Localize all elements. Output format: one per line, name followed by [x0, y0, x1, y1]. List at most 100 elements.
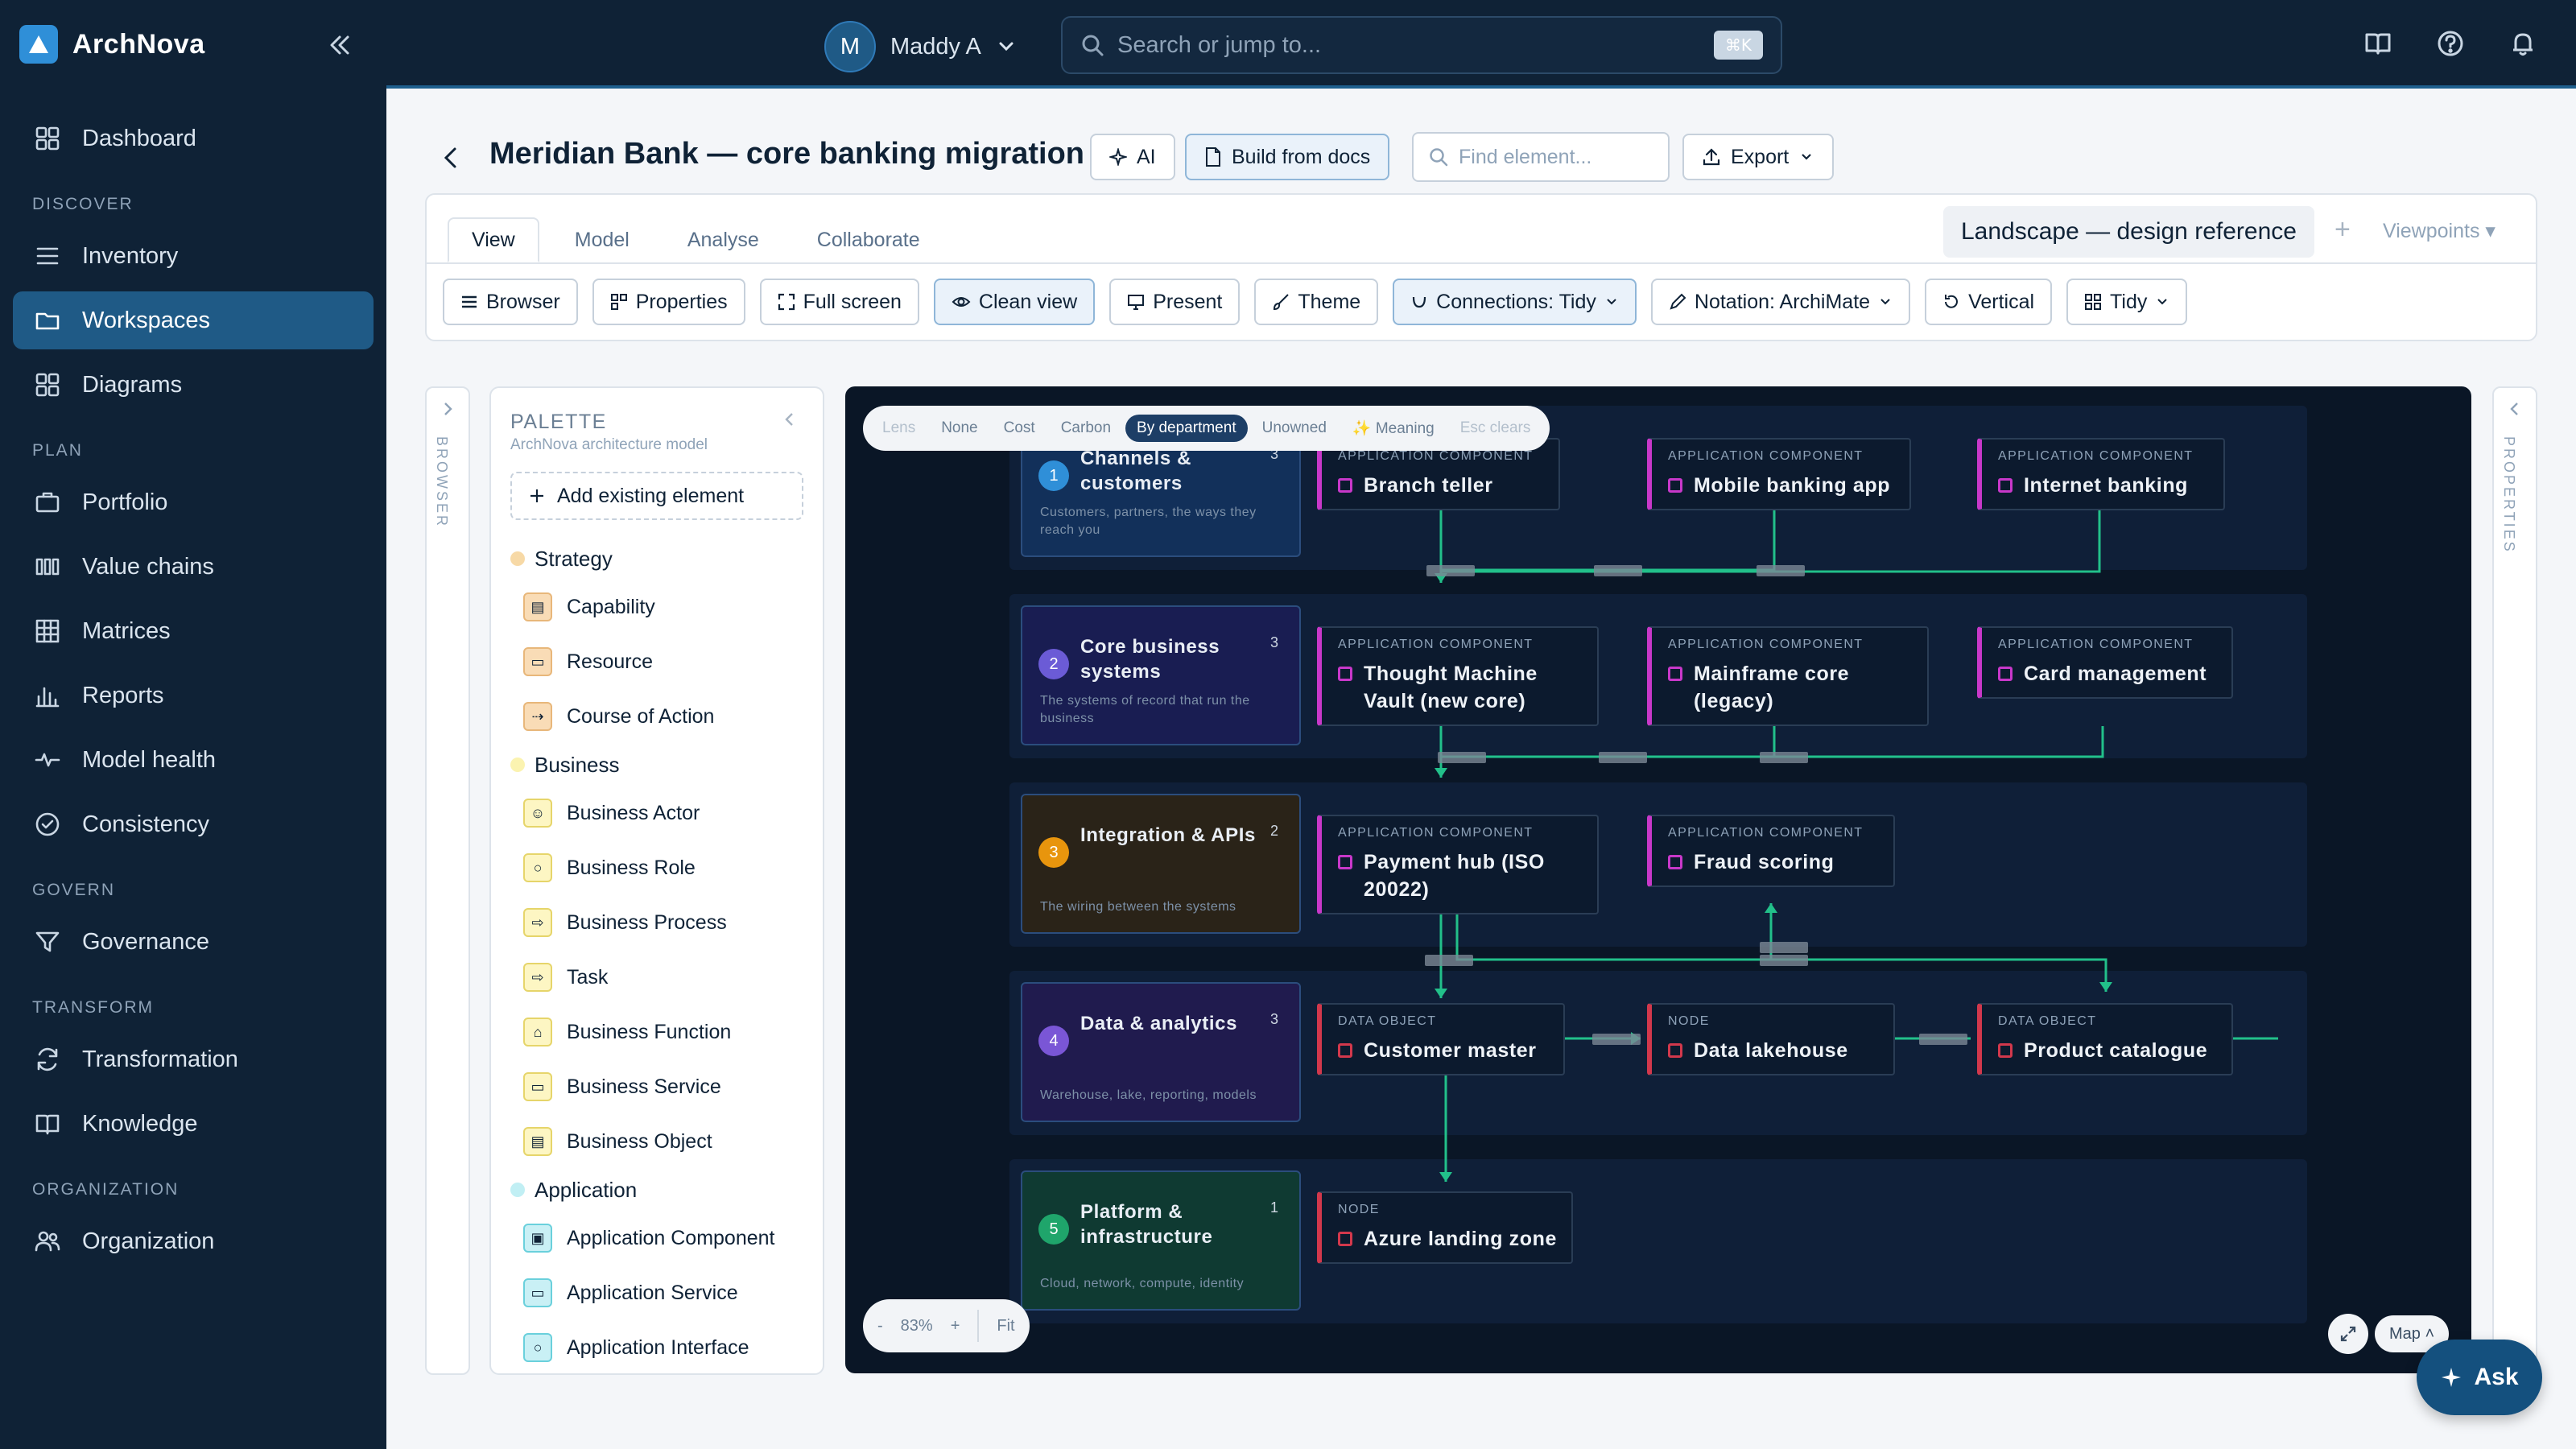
viewpoints-dropdown[interactable]: Viewpoints ▾ [2383, 220, 2496, 242]
book-open-icon[interactable] [2360, 26, 2396, 61]
tab-collaborate[interactable]: Collaborate [816, 228, 920, 251]
browser-toggle-button[interactable]: Browser [443, 279, 578, 325]
zoom-out-button[interactable]: - [877, 1316, 883, 1335]
palette-item-business-process[interactable]: ⇨Business Process [523, 900, 816, 945]
palette-group-business: Business [510, 749, 816, 781]
notation-dropdown[interactable]: Notation: ArchiMate [1650, 279, 1911, 325]
zoom-fit-button[interactable]: Fit [997, 1316, 1015, 1335]
lens-option-unowned[interactable]: Unowned [1261, 419, 1327, 436]
palette-item-label: Task [567, 965, 609, 989]
help-icon[interactable] [2433, 26, 2468, 61]
sidebar-item-knowledge[interactable]: Knowledge [13, 1095, 374, 1153]
collapse-sidebar-icon[interactable] [322, 27, 357, 63]
clean-view-button[interactable]: Clean view [933, 279, 1096, 325]
build-from-docs-button[interactable]: Build from docs [1185, 134, 1390, 180]
component-icon [1668, 855, 1682, 869]
tab-view[interactable]: View [448, 217, 539, 262]
tab-model[interactable]: Model [574, 228, 630, 251]
brand[interactable]: ArchNova [19, 24, 205, 64]
user-menu[interactable]: M Maddy A [824, 21, 1017, 72]
viewpoint-tab[interactable]: Landscape — design reference [1943, 206, 2314, 258]
palette-item-business-service[interactable]: ▭Business Service [523, 1064, 816, 1109]
lens-option-none[interactable]: None [941, 419, 978, 436]
palette-item-application-service[interactable]: ▭Application Service [523, 1270, 816, 1315]
sidebar-item-governance[interactable]: Governance [13, 913, 374, 971]
expand-canvas-icon[interactable] [2328, 1314, 2368, 1354]
element-type: APPLICATION COMPONENT [1338, 449, 1534, 463]
ai-button[interactable]: AI [1090, 134, 1175, 180]
vertical-layout-button[interactable]: Vertical [1925, 279, 2053, 325]
properties-toggle-button[interactable]: Properties [592, 279, 745, 325]
palette-item-application-component[interactable]: ▣Application Component [523, 1216, 816, 1261]
lane-title: Channels & customers [1080, 448, 1192, 494]
palette-item-application-interface[interactable]: ○Application Interface [523, 1325, 816, 1370]
connector-line[interactable] [1441, 510, 2101, 573]
palette-item-capability[interactable]: ▤Capability [523, 584, 816, 630]
palette-item-business-actor[interactable]: ☺Business Actor [523, 791, 816, 836]
tidy-dropdown[interactable]: Tidy [2066, 279, 2188, 325]
chevron-left-icon[interactable] [781, 411, 799, 428]
palette-item-label: Course of Action [567, 704, 715, 728]
lens-option-carbon[interactable]: Carbon [1060, 419, 1112, 436]
lens-option-cost[interactable]: Cost [1003, 419, 1035, 436]
sidebar-item-matrices[interactable]: Matrices [13, 602, 374, 660]
menu-icon [460, 294, 478, 310]
back-chevron-icon[interactable] [435, 138, 467, 177]
add-viewpoint-button[interactable]: + [2334, 214, 2351, 245]
present-button[interactable]: Present [1109, 279, 1241, 325]
palette-item-resource[interactable]: ▭Resource [523, 639, 816, 684]
node-icon [1668, 1043, 1682, 1058]
tab-analyse[interactable]: Analyse [687, 228, 759, 251]
global-search-input[interactable]: Search or jump to... ⌘K [1061, 16, 1782, 74]
export-button[interactable]: Export [1682, 134, 1835, 180]
sidebar-item-model-health[interactable]: Model health [13, 731, 374, 789]
add-existing-element-button[interactable]: Add existing element [510, 472, 803, 520]
sidebar-item-consistency[interactable]: Consistency [13, 795, 374, 853]
palette-item-business-object[interactable]: ▤Business Object [523, 1119, 816, 1164]
theme-button[interactable]: Theme [1254, 279, 1379, 325]
palette-item-course-of-action[interactable]: ⇢Course of Action [523, 694, 816, 739]
sidebar-item-reports[interactable]: Reports [13, 667, 374, 724]
sidebar-item-label: Dashboard [82, 125, 196, 151]
zoom-in-button[interactable]: + [950, 1316, 960, 1335]
palette-item-business-role[interactable]: ○Business Role [523, 845, 816, 890]
sidebar-item-value-chains[interactable]: Value chains [13, 538, 374, 596]
sidebar-item-inventory[interactable]: Inventory [13, 227, 374, 285]
connector-line[interactable] [1441, 510, 1776, 572]
sidebar-item-portfolio[interactable]: Portfolio [13, 473, 374, 531]
lens-option-by-department[interactable]: By department [1125, 415, 1248, 442]
sidebar-item-transformation[interactable]: Transformation [13, 1030, 374, 1088]
fullscreen-button[interactable]: Full screen [759, 279, 919, 325]
properties-rail[interactable]: PROPERTIES [2492, 386, 2537, 1375]
connections-dropdown[interactable]: Connections: Tidy [1393, 279, 1637, 325]
sidebar-item-dashboard[interactable]: Dashboard [13, 109, 374, 167]
find-element-input[interactable]: Find element... [1412, 132, 1670, 182]
lens-option-meaning[interactable]: ✨ Meaning [1352, 420, 1435, 437]
palette-item-task[interactable]: ⇨Task [523, 955, 816, 1000]
ask-assistant-button[interactable]: Ask [2417, 1340, 2542, 1415]
bell-icon[interactable] [2505, 26, 2541, 61]
sidebar-item-workspaces[interactable]: Workspaces [13, 291, 374, 349]
palette-item-business-function[interactable]: ⌂Business Function [523, 1009, 816, 1055]
sidebar-item-diagrams[interactable]: Diagrams [13, 356, 374, 414]
browser-rail[interactable]: BROWSER [425, 386, 470, 1375]
sidebar-item-organization[interactable]: Organization [13, 1212, 374, 1270]
